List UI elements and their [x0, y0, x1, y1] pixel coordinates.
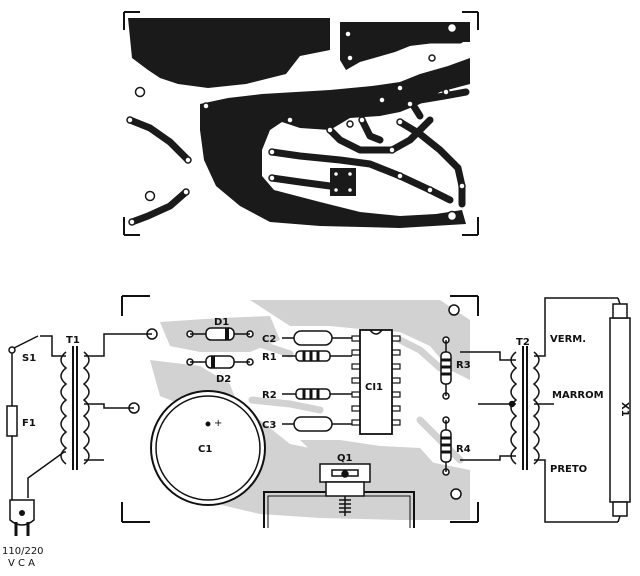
mains-input-section: S1 F1 110/220 V C A — [2, 335, 65, 569]
label-marrom: MARROM — [552, 390, 604, 401]
copper-ground-plane — [128, 18, 330, 88]
label-c3: C3 — [262, 420, 276, 431]
c1-capacitor — [150, 390, 266, 506]
t2-transformer — [460, 297, 618, 523]
q1-transistor-heatsink — [263, 463, 415, 528]
label-r1: R1 — [262, 352, 277, 363]
s1-switch-lever — [13, 335, 39, 349]
label-f1: F1 — [22, 418, 36, 429]
label-r4: R4 — [456, 444, 471, 455]
pcb-corner-marks — [123, 11, 479, 236]
f1-fuse-body — [6, 405, 18, 437]
t1-transformer — [60, 333, 152, 470]
copper-traces — [126, 26, 470, 226]
component-board-corner-marks — [121, 295, 479, 523]
label-c1-polarity: + — [214, 418, 222, 429]
label-q1: Q1 — [337, 453, 353, 464]
passive-components-left — [282, 330, 352, 432]
ci1-ic — [351, 329, 401, 435]
mains-plug-icon — [9, 499, 35, 536]
d1-diode — [190, 327, 250, 341]
pcb-copper-layout — [123, 11, 479, 236]
d2-diode — [190, 355, 250, 369]
label-c2: C2 — [262, 334, 276, 345]
label-d2: D2 — [216, 374, 231, 385]
resistors-right — [440, 340, 452, 472]
x1-fluorescent-tube — [609, 297, 631, 523]
s1-switch-pivot — [8, 346, 16, 354]
component-layout: S1 F1 110/220 V C A T1 D1 — [2, 295, 631, 569]
label-verm: VERM. — [550, 334, 586, 345]
label-preto: PRETO — [550, 464, 587, 475]
label-d1: D1 — [214, 317, 229, 328]
label-x1: X1 — [619, 402, 630, 417]
label-supply-voltage: 110/220 — [2, 546, 44, 557]
label-r3: R3 — [456, 360, 471, 371]
label-c1: C1 — [198, 444, 212, 455]
label-supply-type: V C A — [8, 558, 35, 569]
label-ci1: CI1 — [365, 382, 383, 393]
label-t2: T2 — [516, 337, 530, 348]
label-s1: S1 — [22, 353, 36, 364]
copper-main-plane — [200, 58, 470, 228]
label-t1: T1 — [66, 335, 80, 346]
label-r2: R2 — [262, 390, 277, 401]
pcb-holes — [126, 22, 466, 226]
